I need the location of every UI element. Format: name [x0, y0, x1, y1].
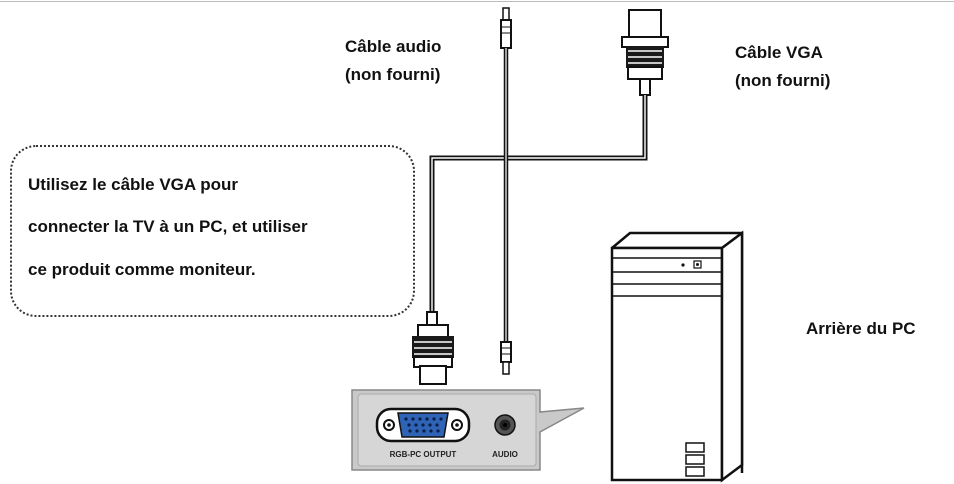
vga-cable-top-connector — [621, 9, 669, 96]
vga-cable-label-line2: (non fourni) — [735, 71, 831, 90]
note-line-3: ce produit comme moniteur. — [28, 260, 256, 279]
audio-cable-bottom-plug — [500, 341, 512, 375]
audio-cable-top-plug — [500, 7, 512, 49]
instruction-note: Utilisez le câble VGA pour connecter la … — [10, 145, 415, 317]
vga-cable-bottom-connector — [412, 311, 454, 385]
audio-cable-label-line2: (non fourni) — [345, 65, 441, 84]
rgb-pc-output-port — [375, 407, 471, 443]
audio-port-label: AUDIO — [492, 450, 518, 459]
pc-rear-label: Arrière du PC — [806, 319, 916, 338]
pc-tower — [610, 230, 744, 483]
audio-cable-label: Câble audio (non fourni) — [345, 36, 441, 86]
audio-jack-port — [494, 414, 516, 436]
audio-cable-label-line1: Câble audio — [345, 37, 442, 56]
note-line-1: Utilisez le câble VGA pour — [28, 175, 239, 194]
vga-cable-label-line1: Câble VGA — [735, 43, 823, 62]
rgb-pc-output-label: RGB-PC OUTPUT — [390, 450, 457, 459]
vga-cable-label: Câble VGA (non fourni) — [735, 42, 830, 92]
note-line-2: connecter la TV à un PC, et utiliser — [28, 217, 308, 236]
